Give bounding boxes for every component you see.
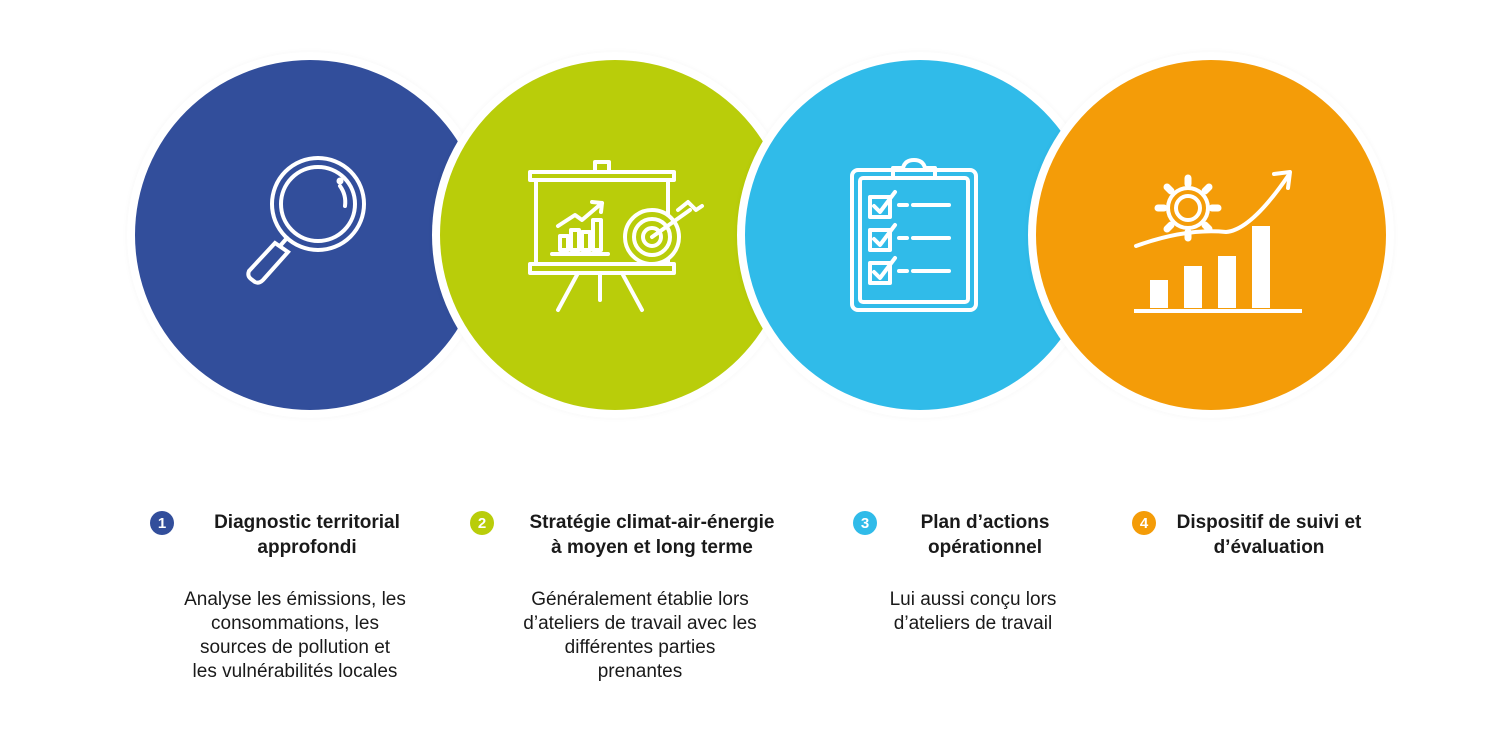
step-1-description: Analyse les émissions, les consommations… [184,589,406,682]
step-4: 4 Dispositif de suivi et d’évaluation [1132,510,1382,588]
step-3-title: Plan d’actions opérationnel [920,512,1050,558]
step-1-header: 1 Diagnostic territorial approfondi [150,510,440,560]
presentation-target-icon [528,160,704,312]
step-2-title: Stratégie climat-air-énergie à moyen et … [529,512,775,558]
step-2: 2 Stratégie climat-air-énergie à moyen e… [470,510,810,684]
gear-growth-chart-icon [1134,170,1302,313]
step-1: 1 Diagnostic territorial approfondi Anal… [150,510,440,684]
step-circle-2 [440,60,790,410]
step-2-number-badge: 2 [470,511,494,535]
checklist-clipboard-icon [850,158,978,312]
step-4-title: Dispositif de suivi et d’évaluation [1176,512,1362,558]
step-3-description: Lui aussi conçu lors d’ateliers de trava… [889,589,1057,634]
step-4-header: 4 Dispositif de suivi et d’évaluation [1132,510,1382,560]
step-2-header: 2 Stratégie climat-air-énergie à moyen e… [470,510,810,560]
step-3-number-badge: 3 [853,511,877,535]
step-4-number-badge: 4 [1132,511,1156,535]
step-1-title: Diagnostic territorial approfondi [214,512,400,558]
step-3-header: 3 Plan d’actions opérationnel [853,510,1093,560]
magnifier-icon [246,156,366,285]
step-3: 3 Plan d’actions opérationnel Lui aussi … [853,510,1093,636]
step-1-number-badge: 1 [150,511,174,535]
step-2-description: Généralement établie lors d’ateliers de … [523,589,757,682]
step-circle-4 [1036,60,1386,410]
step-circle-1 [135,60,485,410]
